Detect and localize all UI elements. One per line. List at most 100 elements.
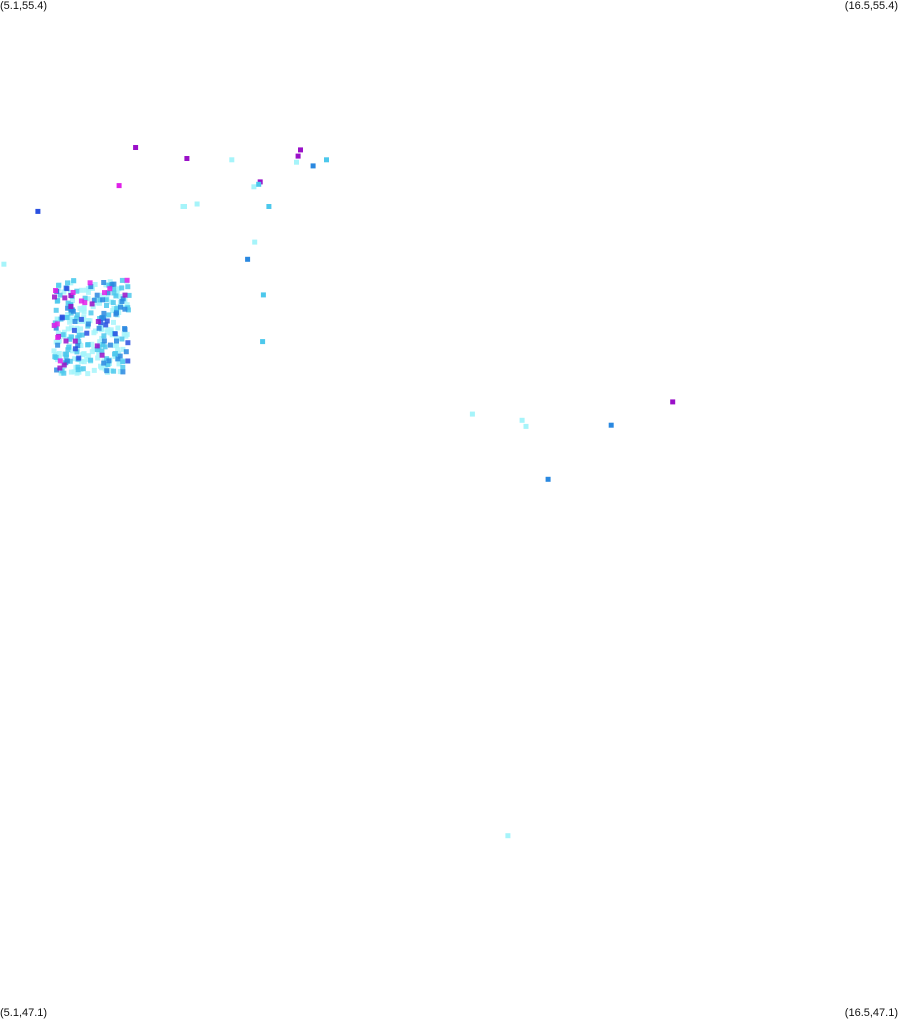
cluster-point (84, 356, 90, 362)
cluster-point (119, 336, 125, 342)
cluster-point (68, 293, 74, 298)
cluster-point (87, 280, 93, 286)
cluster-point (110, 308, 116, 314)
cluster-point (99, 335, 105, 341)
cluster-point (60, 359, 66, 365)
cluster-point (51, 348, 57, 354)
cluster-point (63, 354, 69, 360)
cluster-point (57, 292, 63, 298)
cluster-point (113, 293, 119, 299)
cluster-point (114, 287, 120, 293)
cluster-point (125, 358, 131, 364)
cluster-point (79, 332, 85, 338)
cluster-point (94, 343, 100, 349)
cluster-point (101, 360, 107, 366)
cluster-point (121, 331, 127, 337)
cluster-point (53, 307, 59, 313)
cluster-point (120, 296, 126, 302)
cluster-point (56, 282, 61, 288)
cluster-point (61, 362, 67, 368)
cluster-point (117, 353, 123, 359)
cluster-point (125, 284, 131, 290)
cluster-point (53, 288, 58, 293)
cluster-point (92, 328, 98, 334)
cluster-point (57, 358, 63, 364)
cluster-point (55, 342, 61, 348)
cluster-point (74, 349, 80, 355)
cluster-point (64, 286, 70, 292)
cluster-point (110, 300, 116, 306)
cluster-point (54, 367, 60, 373)
cluster-point (120, 359, 126, 365)
cluster-point (51, 322, 57, 328)
cluster-point (70, 298, 75, 303)
cluster-point (89, 349, 95, 355)
map-point (310, 163, 316, 169)
cluster-point (122, 326, 128, 331)
cluster-point (123, 349, 129, 355)
cluster-point (71, 327, 77, 333)
cluster-point (89, 301, 95, 307)
cluster-point (67, 358, 73, 364)
cluster-point (74, 312, 80, 318)
cluster-point (115, 356, 121, 362)
cluster-point (59, 314, 65, 320)
cluster-point (65, 305, 71, 311)
map-point (229, 157, 235, 163)
corner-label-top-left: (5.1,55.4) (0, 0, 48, 12)
cluster-point (103, 297, 109, 303)
cluster-point (61, 289, 67, 295)
cluster-point (65, 312, 71, 317)
cluster-point (86, 289, 91, 295)
cluster-point (75, 364, 81, 370)
corner-label-top-right: (16.5,55.4) (844, 0, 898, 12)
cluster-point (106, 358, 112, 364)
cluster-point (70, 290, 76, 295)
cluster-point (112, 331, 118, 337)
cluster-point (75, 328, 81, 334)
cluster-point (72, 356, 78, 362)
cluster-point (114, 306, 120, 312)
cluster-point (65, 347, 71, 353)
cluster-point (100, 297, 106, 303)
cluster-point (101, 333, 107, 339)
cluster-point (94, 292, 100, 298)
cluster-point (99, 292, 105, 298)
cluster-point (120, 346, 126, 352)
map-point (519, 417, 525, 423)
map-point (545, 476, 551, 482)
map-point (523, 423, 529, 429)
cluster-point (76, 355, 82, 361)
cluster-point (60, 332, 66, 338)
cluster-point (56, 355, 62, 361)
map-point (252, 239, 258, 245)
cluster-point (117, 369, 123, 375)
cluster-point (65, 326, 71, 332)
cluster-point (70, 348, 76, 354)
cluster-point (52, 294, 57, 300)
map-point (298, 147, 303, 153)
map-point (324, 157, 329, 163)
cluster-point (94, 347, 100, 353)
cluster-point (111, 319, 116, 325)
cluster-point (75, 343, 81, 349)
map-point (670, 399, 676, 405)
cluster-point (90, 304, 96, 310)
map-point (116, 183, 122, 189)
map-point (295, 153, 301, 159)
cluster-point (82, 300, 88, 306)
cluster-point (106, 312, 112, 318)
cluster-point (81, 306, 87, 311)
cluster-point (78, 343, 84, 348)
cluster-point (72, 319, 78, 324)
cluster-point (75, 367, 81, 373)
cluster-point (76, 332, 82, 338)
cluster-point (101, 310, 107, 316)
map-point (294, 159, 299, 165)
cluster-point (112, 351, 117, 357)
cluster-point (111, 286, 117, 292)
scattered-points (1, 145, 676, 839)
cluster-point (95, 355, 101, 361)
cluster-point (74, 288, 80, 294)
cluster-point (55, 330, 61, 336)
